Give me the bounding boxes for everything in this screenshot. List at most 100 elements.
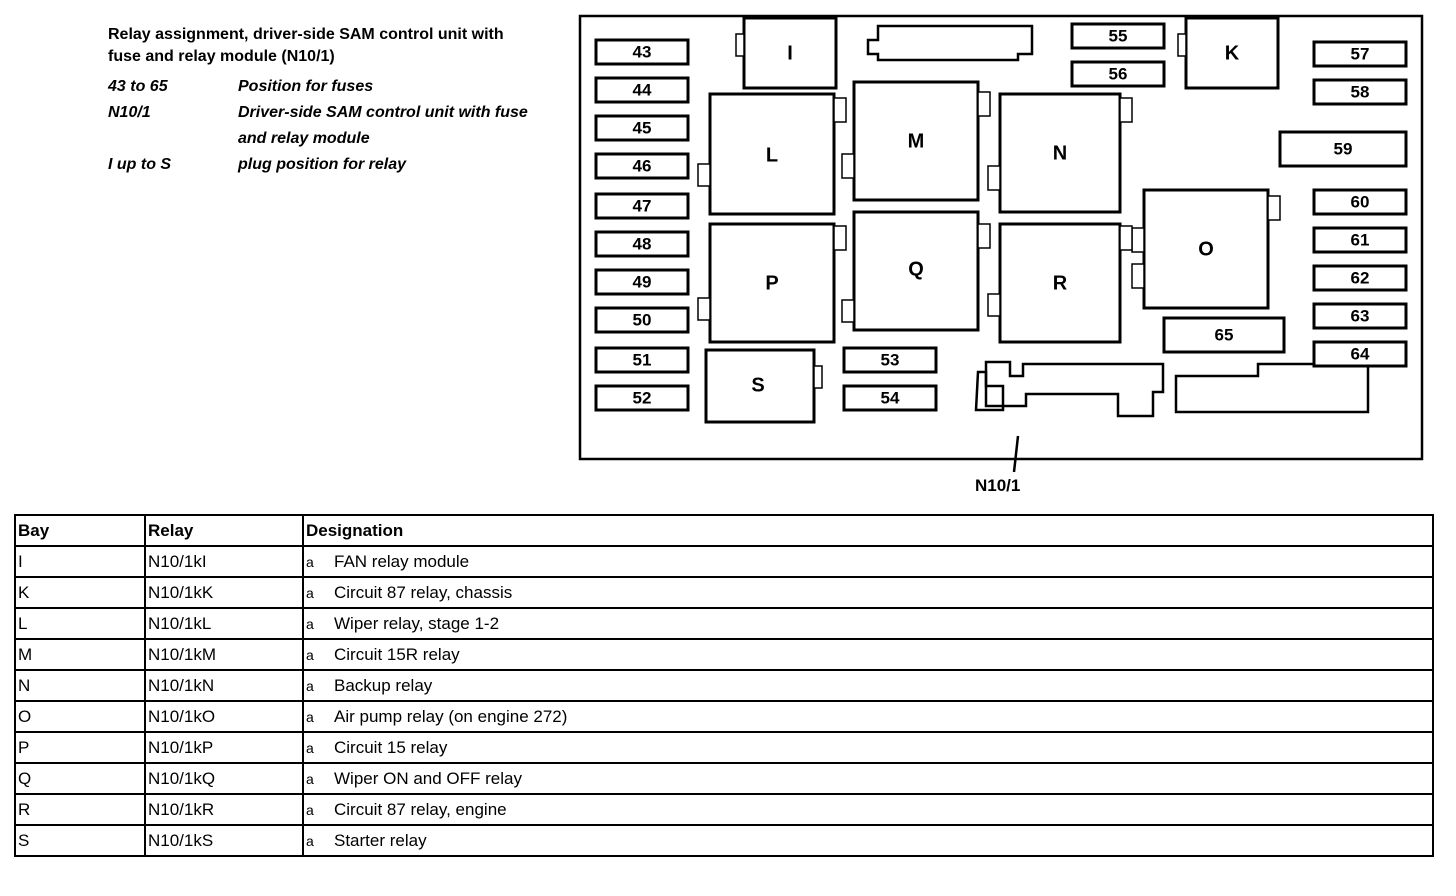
fuse-label: 52 (633, 388, 652, 407)
column-header-designation: Designation (302, 514, 1434, 547)
fuse-label: 44 (633, 80, 652, 99)
designation-cell: a Wiper relay, stage 1-2 (302, 607, 1434, 640)
fuse (1070, 60, 1166, 88)
note-mark: a (306, 646, 314, 663)
relay-label: P (765, 272, 778, 294)
note-mark: a (306, 708, 314, 725)
column-header-bay: Bay (14, 514, 146, 547)
fuse (1312, 340, 1408, 368)
note-mark: a (306, 677, 314, 694)
bay-cell: M (14, 638, 146, 671)
fuse-label: 45 (633, 118, 652, 137)
fuse-label: 62 (1351, 268, 1370, 287)
designation-cell: a Circuit 15 relay (302, 731, 1434, 764)
relay (1184, 16, 1280, 90)
fuse-label: 49 (633, 272, 652, 291)
relay-label: L (766, 144, 778, 166)
legend-value: Position for fuses (238, 78, 374, 95)
relay (998, 222, 1122, 344)
relay-cell: N10/1kP (144, 731, 304, 764)
designation-text: Starter relay (334, 830, 427, 850)
relay-pin-block (833, 225, 847, 251)
fuse (594, 230, 690, 258)
small-plug (974, 370, 1005, 412)
fuse (1278, 130, 1408, 168)
legend-key: N10/1 (108, 104, 151, 121)
legend-value: Driver-side SAM control unit with fuse a… (238, 104, 528, 147)
legend-title: Relay assignment, driver-side SAM contro… (108, 26, 504, 65)
legend-key: I up to S (108, 156, 172, 173)
fuse-label: 64 (1351, 344, 1370, 363)
legend-row: N10/1 Driver-side SAM control unit with … (108, 100, 528, 152)
designation-text: Backup relay (334, 675, 433, 695)
table-row: Q N10/1kQ a Wiper ON and OFF relay (14, 762, 1434, 795)
fuse (842, 346, 938, 374)
relay (998, 92, 1122, 214)
fuse-label: 50 (633, 310, 652, 329)
bay-cell: O (14, 700, 146, 733)
designation-text: Circuit 87 relay, chassis (334, 582, 513, 602)
relay (742, 16, 838, 90)
fuse-label: 65 (1215, 325, 1234, 344)
note-mark: a (306, 770, 314, 787)
fuse (842, 384, 938, 412)
fuse-label: 53 (881, 350, 900, 369)
relay-pin-block (735, 33, 745, 57)
designation-text: Circuit 15 relay (334, 737, 448, 757)
relay (1142, 188, 1270, 310)
note-mark: a (306, 832, 314, 849)
relay-pin-block (697, 163, 711, 187)
relay-pin-block (1119, 97, 1133, 123)
fuse-label: 54 (881, 388, 900, 407)
relay-cell: N10/1kN (144, 669, 304, 702)
bay-cell: I (14, 545, 146, 578)
fuse-label: 47 (633, 196, 652, 215)
fuse (1312, 78, 1408, 106)
relay-pin-block (697, 297, 711, 321)
relay-label: S (751, 374, 764, 396)
fuse (594, 192, 690, 220)
legend-key: 43 to 65 (108, 78, 168, 95)
relay-pin-block (1131, 263, 1145, 289)
designation-text: FAN relay module (334, 551, 470, 571)
bay-cell: Q (14, 762, 146, 795)
relay (708, 222, 836, 344)
designation-text: Wiper ON and OFF relay (334, 768, 522, 788)
note-mark: a (306, 739, 314, 756)
relay-cell: N10/1kM (144, 638, 304, 671)
fuse (594, 384, 690, 412)
relay-cell: N10/1kI (144, 545, 304, 578)
note-mark: a (306, 615, 314, 632)
relay-pin-block (977, 91, 991, 117)
designation-text: Circuit 15R relay (334, 644, 460, 664)
fuse-label: 61 (1351, 230, 1370, 249)
legend-value: plug position for relay (238, 156, 407, 173)
fuse (594, 346, 690, 374)
designation-cell: a Wiper ON and OFF relay (302, 762, 1434, 795)
fuse-label: 60 (1351, 192, 1370, 211)
fuse (1312, 40, 1408, 68)
relay-cell: N10/1kQ (144, 762, 304, 795)
fuse-label: 46 (633, 156, 652, 175)
fuse-label: 56 (1109, 64, 1128, 83)
designation-text: Circuit 87 relay, engine (334, 799, 507, 819)
relay-pin-block (987, 165, 1001, 191)
table-row: M N10/1kM a Circuit 15R relay (14, 638, 1434, 671)
module-outline (578, 14, 1424, 461)
fuse (1162, 316, 1286, 354)
fuse-label: 43 (633, 42, 652, 61)
relay-label: O (1198, 238, 1214, 260)
callout-line (1012, 435, 1020, 473)
relay-pin-block (813, 365, 823, 389)
designation-text: Wiper relay, stage 1-2 (334, 613, 500, 633)
bottom-connector (1174, 362, 1370, 414)
module-callout-label: N10/1 (975, 476, 1021, 495)
